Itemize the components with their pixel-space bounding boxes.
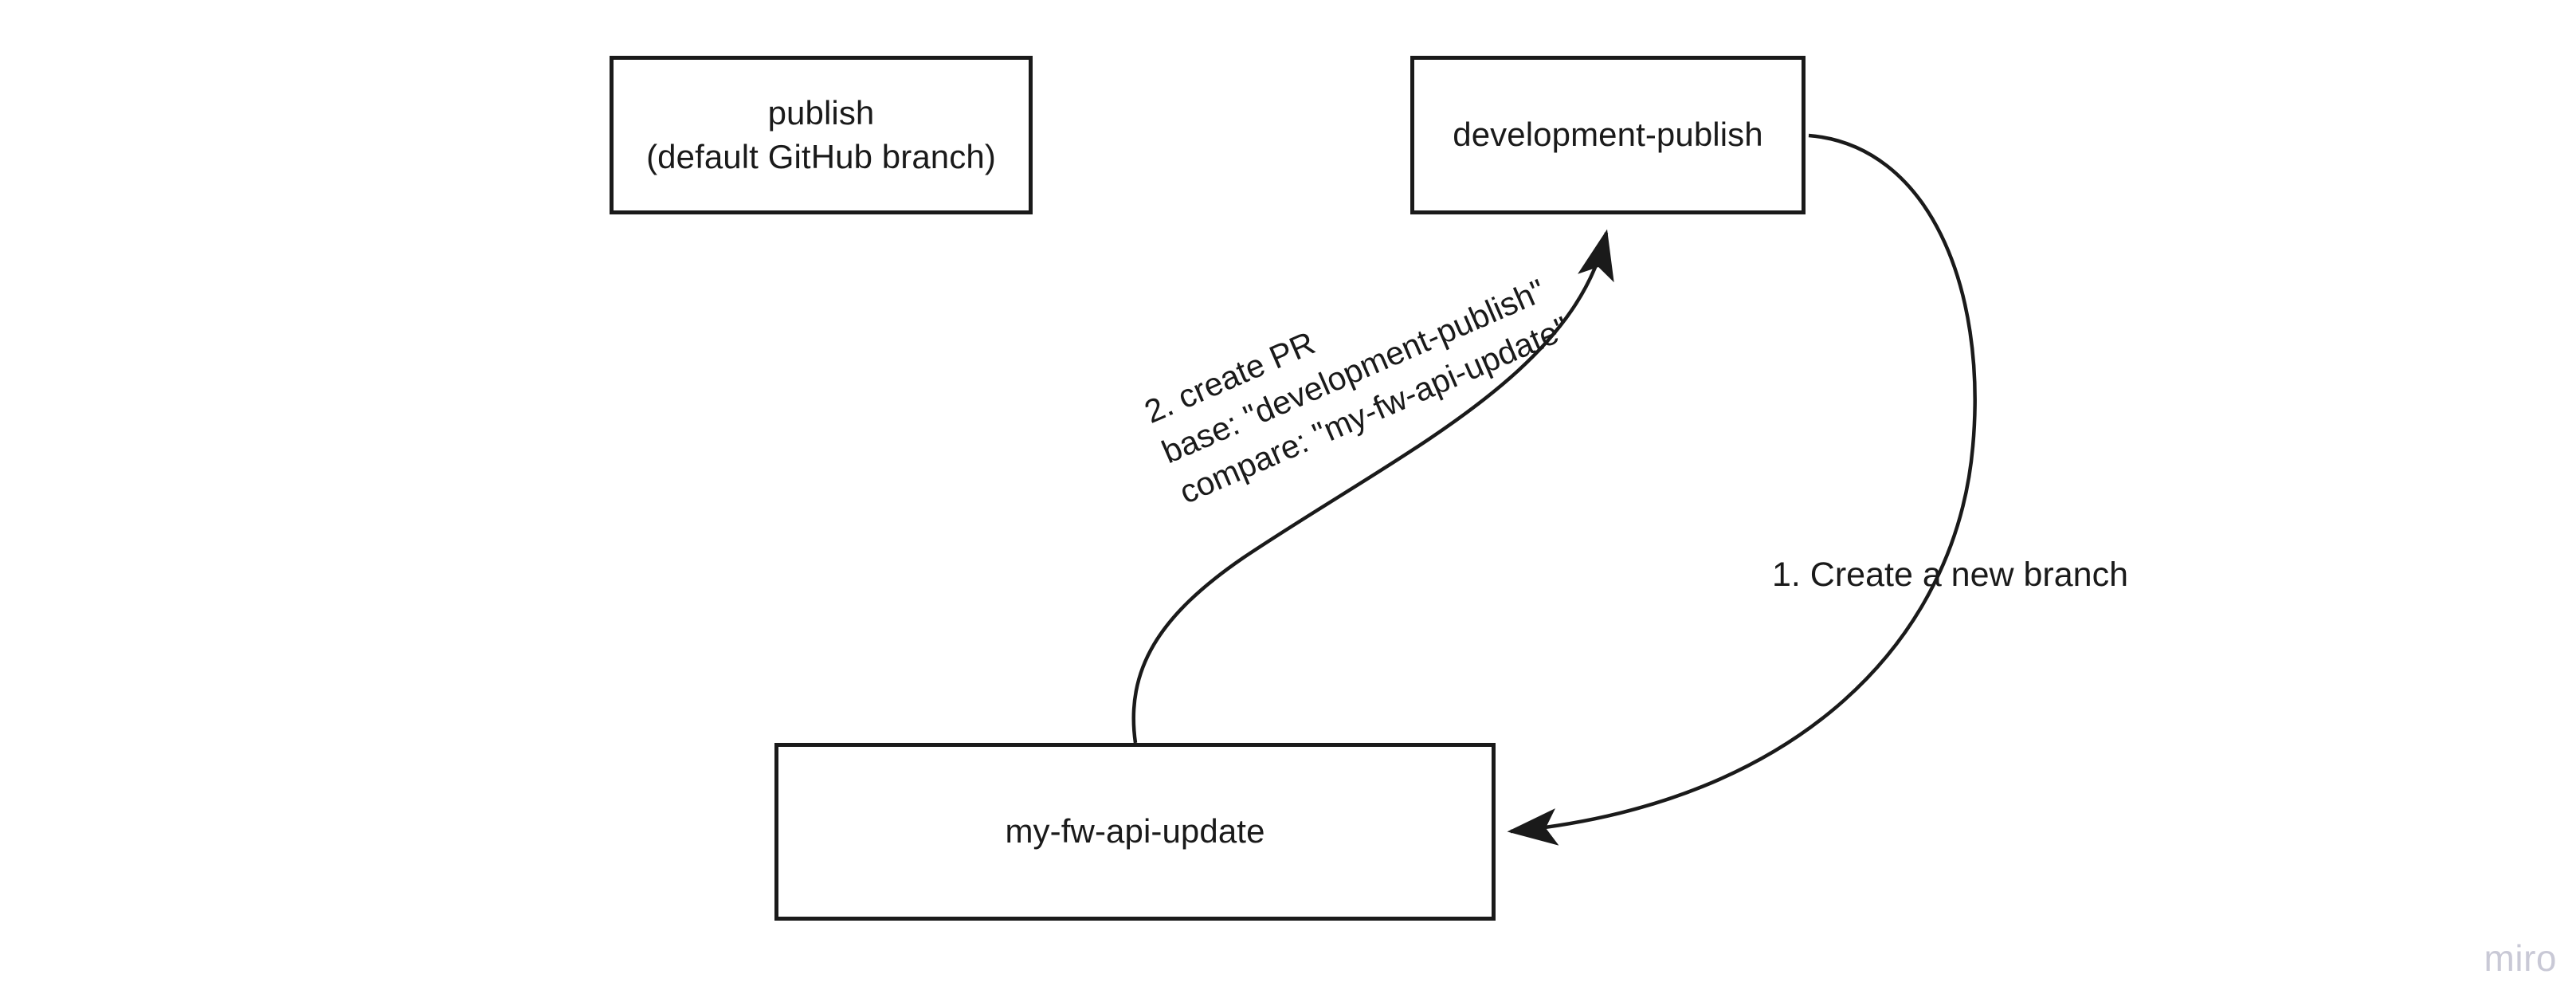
node-development-publish-label: development-publish (1453, 116, 1763, 154)
edge-label-create-pr: 2. create PR base: "development-publish"… (1139, 272, 1575, 511)
edge-create-branch-path (1507, 133, 1977, 846)
node-development-publish[interactable]: development-publish (1410, 56, 1806, 214)
edge-label-create-branch: 1. Create a new branch (1772, 556, 2128, 594)
node-my-fw-api-update[interactable]: my-fw-api-update (774, 743, 1496, 921)
node-publish-label: publish (default GitHub branch) (646, 93, 996, 175)
miro-watermark: miro (2484, 937, 2557, 979)
node-publish[interactable]: publish (default GitHub branch) (610, 56, 1033, 214)
node-my-fw-api-update-label: my-fw-api-update (1005, 812, 1265, 850)
